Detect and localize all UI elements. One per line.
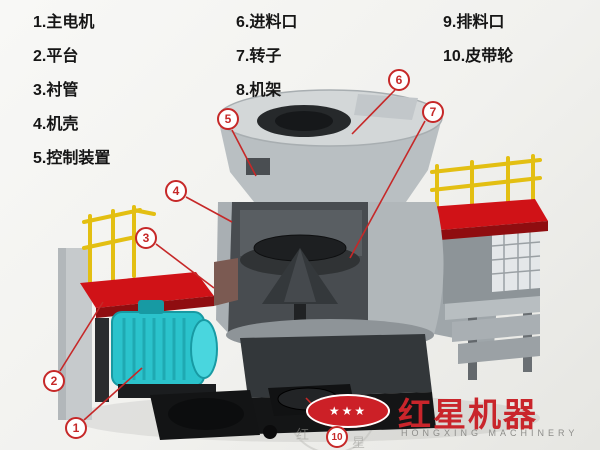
- callout-6: 6: [388, 69, 410, 91]
- watermark-char-left: 红: [296, 427, 310, 442]
- left-support-column: [58, 248, 92, 420]
- right-railing: [430, 154, 542, 214]
- brand-name: 红星机器: [398, 396, 538, 433]
- legend-column-1: 1.主电机 2.平台 3.衬管 4.机壳 5.控制装置: [33, 6, 110, 176]
- callout-number: 6: [395, 73, 403, 87]
- watermark-char-right: 星: [352, 435, 366, 450]
- callout-4: 4: [165, 180, 187, 202]
- right-mesh-panel: [443, 228, 541, 304]
- callout-3: 3: [135, 227, 157, 249]
- legend-item-8: 8.机架: [236, 82, 282, 99]
- machine-casing: [214, 202, 444, 335]
- callout-number: 10: [331, 431, 343, 443]
- legend-item-1: 1.主电机: [33, 14, 95, 31]
- legend-item-4: 4.机壳: [33, 116, 79, 133]
- legend-column-2: 6.进料口 7.转子 8.机架: [236, 6, 297, 108]
- brand-tagline: HONGXING MACHINERY: [401, 428, 579, 438]
- callout-number: 4: [172, 184, 180, 198]
- feed-hopper: [217, 89, 443, 202]
- callout-number: 7: [429, 105, 437, 119]
- right-stairs: [445, 292, 540, 364]
- callout-number: 3: [142, 231, 150, 245]
- legend-item-10: 10.皮带轮: [443, 48, 514, 65]
- main-motor: [111, 300, 218, 398]
- left-railing: [82, 205, 156, 286]
- callout-2: 2: [43, 370, 65, 392]
- callout-number: 2: [50, 374, 58, 388]
- legend-item-3: 3.衬管: [33, 82, 79, 99]
- callout-7: 7: [422, 101, 444, 123]
- brand-logo-oval: ★★★: [306, 394, 390, 428]
- callout-number: 5: [224, 112, 232, 126]
- callout-10: 10: [326, 426, 348, 448]
- belt-guard: [150, 390, 260, 440]
- callout-1: 1: [65, 417, 87, 439]
- legend-item-5: 5.控制装置: [33, 150, 111, 167]
- legend-item-9: 9.排料口: [443, 14, 505, 31]
- right-platform: [428, 199, 548, 240]
- legend-item-2: 2.平台: [33, 48, 79, 65]
- callout-number: 1: [72, 421, 80, 435]
- legend-column-3: 9.排料口 10.皮带轮: [443, 6, 513, 74]
- legend-item-6: 6.进料口: [236, 14, 298, 31]
- logo-stars-icon: ★★★: [328, 404, 368, 418]
- legend-item-7: 7.转子: [236, 48, 282, 65]
- callout-5: 5: [217, 108, 239, 130]
